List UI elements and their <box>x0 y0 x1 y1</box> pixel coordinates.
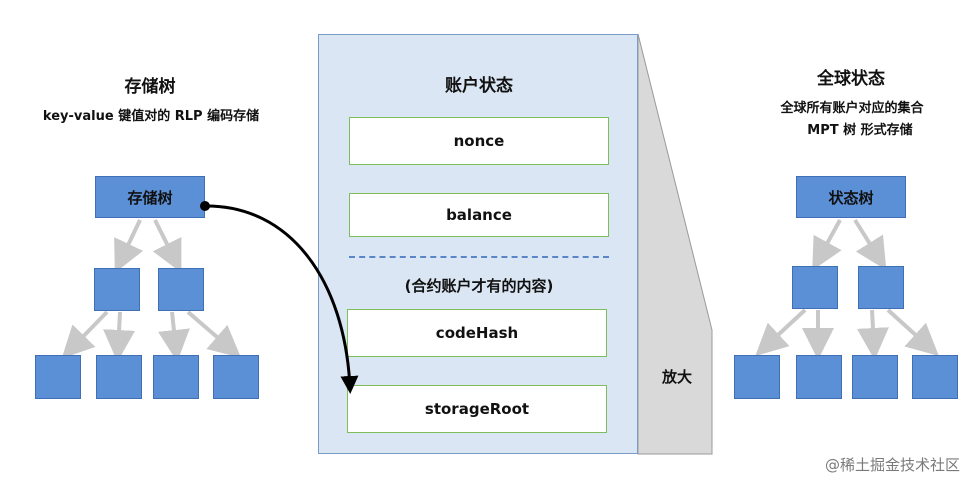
state-tree-root-label: 状态树 <box>828 188 874 207</box>
storage-tree-root-node: 存储树 <box>95 176 205 218</box>
storage-tree-leaf <box>153 355 199 399</box>
state-tree-leaf <box>734 355 780 399</box>
field-codehash: codeHash <box>347 309 607 357</box>
storage-tree-leaf <box>35 355 81 399</box>
global-state-title: 全球状态 <box>817 69 885 89</box>
storage-tree-subtitle: key-value 键值对的 RLP 编码存储 <box>42 109 260 124</box>
state-tree-root-node: 状态树 <box>796 176 906 218</box>
state-tree-node <box>792 266 838 309</box>
storage-tree-leaf <box>213 355 259 399</box>
field-nonce: nonce <box>349 117 609 165</box>
field-balance: balance <box>349 193 609 237</box>
watermark: @稀土掘金技术社区 <box>824 456 960 474</box>
global-state-subtitle-1: 全球所有账户对应的集合 <box>780 101 924 116</box>
storage-tree-node <box>158 268 204 311</box>
storage-tree-title: 存储树 <box>124 77 176 97</box>
state-tree-leaf <box>852 355 898 399</box>
state-tree-leaf <box>912 355 958 399</box>
storage-tree-leaf <box>96 355 142 399</box>
account-state-panel: 账户状态 nonce balance (合约账户才有的内容) codeHash … <box>318 34 638 454</box>
right-tree-arrows <box>755 218 939 360</box>
zoom-shape <box>637 33 713 455</box>
contract-divider <box>349 256 609 258</box>
storage-tree-node <box>94 268 140 311</box>
contract-only-note: (合约账户才有的内容) <box>404 277 554 295</box>
field-storageroot: storageRoot <box>347 385 607 433</box>
zoom-label: 放大 <box>662 368 693 386</box>
global-state-subtitle-2: MPT 树 形式存储 <box>807 123 913 138</box>
state-tree-leaf <box>796 355 842 399</box>
storage-tree-root-label: 存储树 <box>127 188 173 207</box>
account-state-title: 账户状态 <box>445 76 513 96</box>
state-tree-node <box>858 266 904 309</box>
